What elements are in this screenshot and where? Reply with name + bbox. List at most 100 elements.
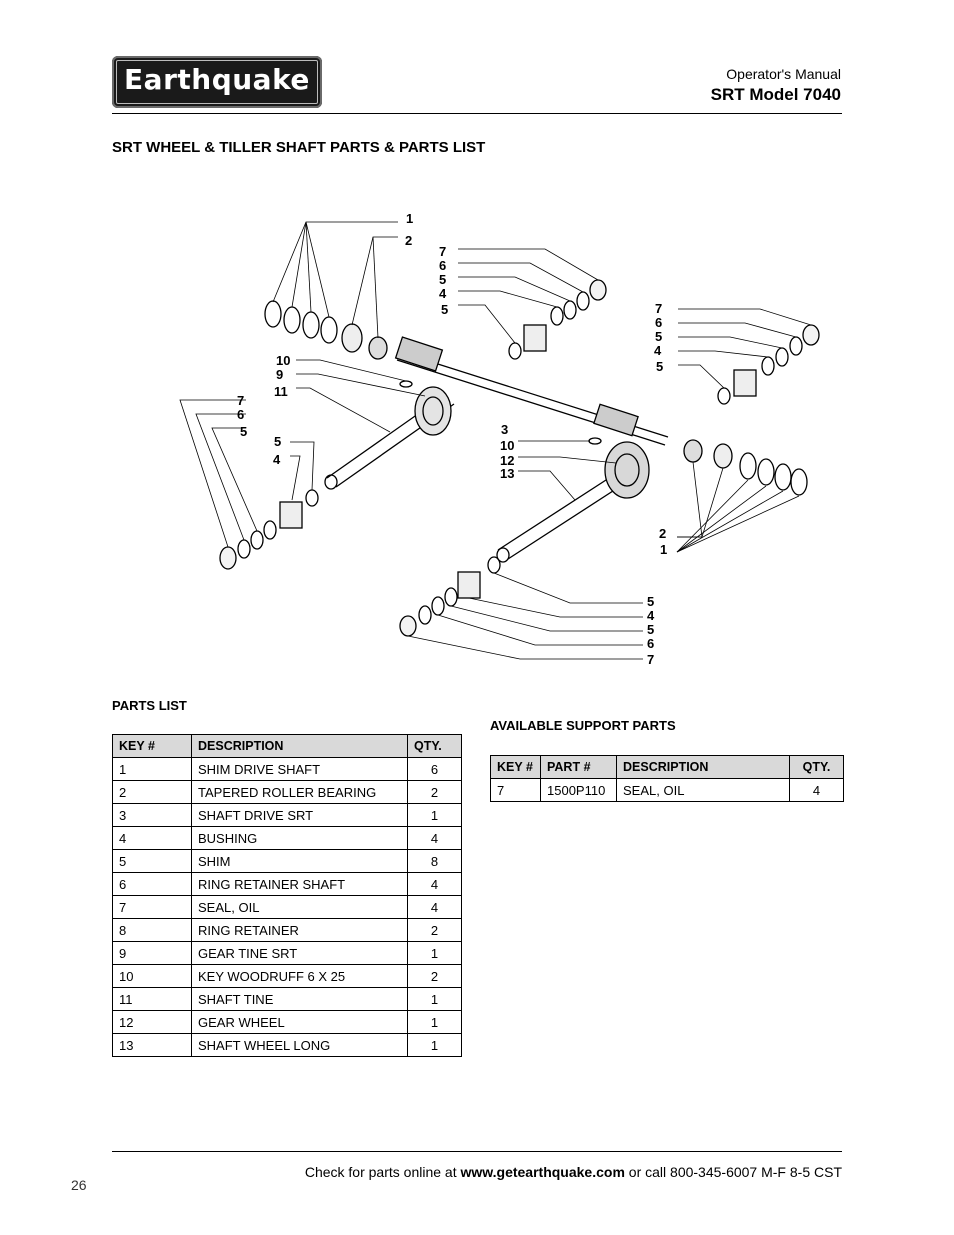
qty-cell: 1: [407, 1010, 462, 1034]
exploded-parts-diagram: [179, 221, 820, 660]
column-header: QTY.: [407, 734, 462, 758]
key-cell: 12: [112, 1010, 192, 1034]
key-cell: 8: [112, 918, 192, 942]
drive-worm-left: [394, 336, 444, 372]
callout: 5: [647, 622, 655, 637]
callout: 3: [501, 422, 509, 437]
callout: 1: [406, 211, 414, 226]
logo-text: Earthquake: [124, 63, 310, 96]
tine-gear: [414, 386, 452, 436]
website-link[interactable]: www.getearthquake.com: [460, 1164, 625, 1180]
description-cell: SHIM: [191, 849, 408, 873]
callout: 2: [405, 233, 413, 248]
qty-cell: 2: [407, 964, 462, 988]
key-cell: 2: [112, 780, 192, 804]
qty-cell: 4: [407, 826, 462, 850]
description-cell: GEAR WHEEL: [191, 1010, 408, 1034]
qty-cell: 2: [407, 780, 462, 804]
key-cell: 3: [112, 803, 192, 827]
callout: 10: [500, 438, 515, 453]
key-cell: 11: [112, 987, 192, 1011]
callout: 6: [655, 315, 663, 330]
description-cell: SEAL, OIL: [191, 895, 408, 919]
key-cell: 9: [112, 941, 192, 965]
page-number: 26: [71, 1177, 87, 1193]
callout: 2: [659, 526, 667, 541]
callout: 5: [240, 424, 248, 439]
key-cell: 4: [112, 826, 192, 850]
key-cell: 13: [112, 1033, 192, 1057]
qty-cell: 6: [407, 757, 462, 781]
key-cell: 10: [112, 964, 192, 988]
callout: 4: [273, 452, 281, 467]
description-cell: SHIM DRIVE SHAFT: [191, 757, 408, 781]
description-cell: SHAFT TINE: [191, 987, 408, 1011]
column-header: DESCRIPTION: [191, 734, 408, 758]
description-cell: RING RETAINER: [191, 918, 408, 942]
callout: 13: [500, 466, 515, 481]
model-title: SRT Model 7040: [710, 85, 841, 104]
callout: 4: [439, 286, 447, 301]
column-header: DESCRIPTION: [616, 755, 790, 779]
callout: 9: [276, 367, 284, 382]
description-cell: SEAL, OIL: [616, 778, 790, 802]
qty-cell: 2: [407, 918, 462, 942]
column-header: QTY.: [789, 755, 844, 779]
callout: 6: [647, 636, 655, 651]
callout: 7: [655, 301, 663, 316]
qty-cell: 4: [789, 778, 844, 802]
callout: 4: [654, 343, 662, 358]
description-cell: KEY WOODRUFF 6 X 25: [191, 964, 408, 988]
doc-type: Operator's Manual: [726, 66, 841, 82]
qty-cell: 1: [407, 987, 462, 1011]
wheel-shaft: [497, 468, 624, 551]
callout: 5: [655, 329, 663, 344]
drive-worm-right: [593, 403, 639, 437]
section-title: SRT WHEEL & TILLER SHAFT PARTS & PARTS L…: [112, 139, 486, 156]
key-cell: 1: [112, 757, 192, 781]
footer-text: Check for parts online at www.getearthqu…: [305, 1164, 842, 1180]
part-number-cell: 1500P110: [540, 778, 617, 802]
description-cell: BUSHING: [191, 826, 408, 850]
footer-suffix: or call 800-345-6007 M-F 8-5 CST: [624, 1164, 842, 1180]
wheel-gear: [604, 441, 650, 499]
callout: 5: [656, 359, 664, 374]
footer-prefix: Check for parts online at: [304, 1164, 461, 1180]
callout: 7: [237, 393, 245, 408]
description-cell: GEAR TINE SRT: [191, 941, 408, 965]
callout: 5: [647, 594, 655, 609]
callout: 11: [274, 384, 288, 399]
qty-cell: 1: [407, 803, 462, 827]
qty-cell: 4: [407, 895, 462, 919]
table-header-row: KEY # DESCRIPTION QTY.: [112, 734, 462, 758]
support-parts-table: KEY # PART # DESCRIPTION QTY. 7 1500P110…: [490, 755, 844, 802]
key-cell: 6: [112, 872, 192, 896]
footer-divider: [112, 1151, 842, 1152]
column-header: PART #: [540, 755, 617, 779]
callout: 5: [274, 434, 282, 449]
key-cell: 7: [490, 778, 541, 802]
callout: 10: [276, 353, 291, 368]
callout: 6: [439, 258, 447, 273]
description-cell: TAPERED ROLLER BEARING: [191, 780, 408, 804]
callout: 12: [500, 453, 515, 468]
key-cell: 5: [112, 849, 192, 873]
key-cell: 7: [112, 895, 192, 919]
callout: 7: [439, 244, 447, 259]
callout: 6: [237, 407, 245, 422]
table-header-row: KEY # PART # DESCRIPTION QTY.: [490, 755, 844, 779]
